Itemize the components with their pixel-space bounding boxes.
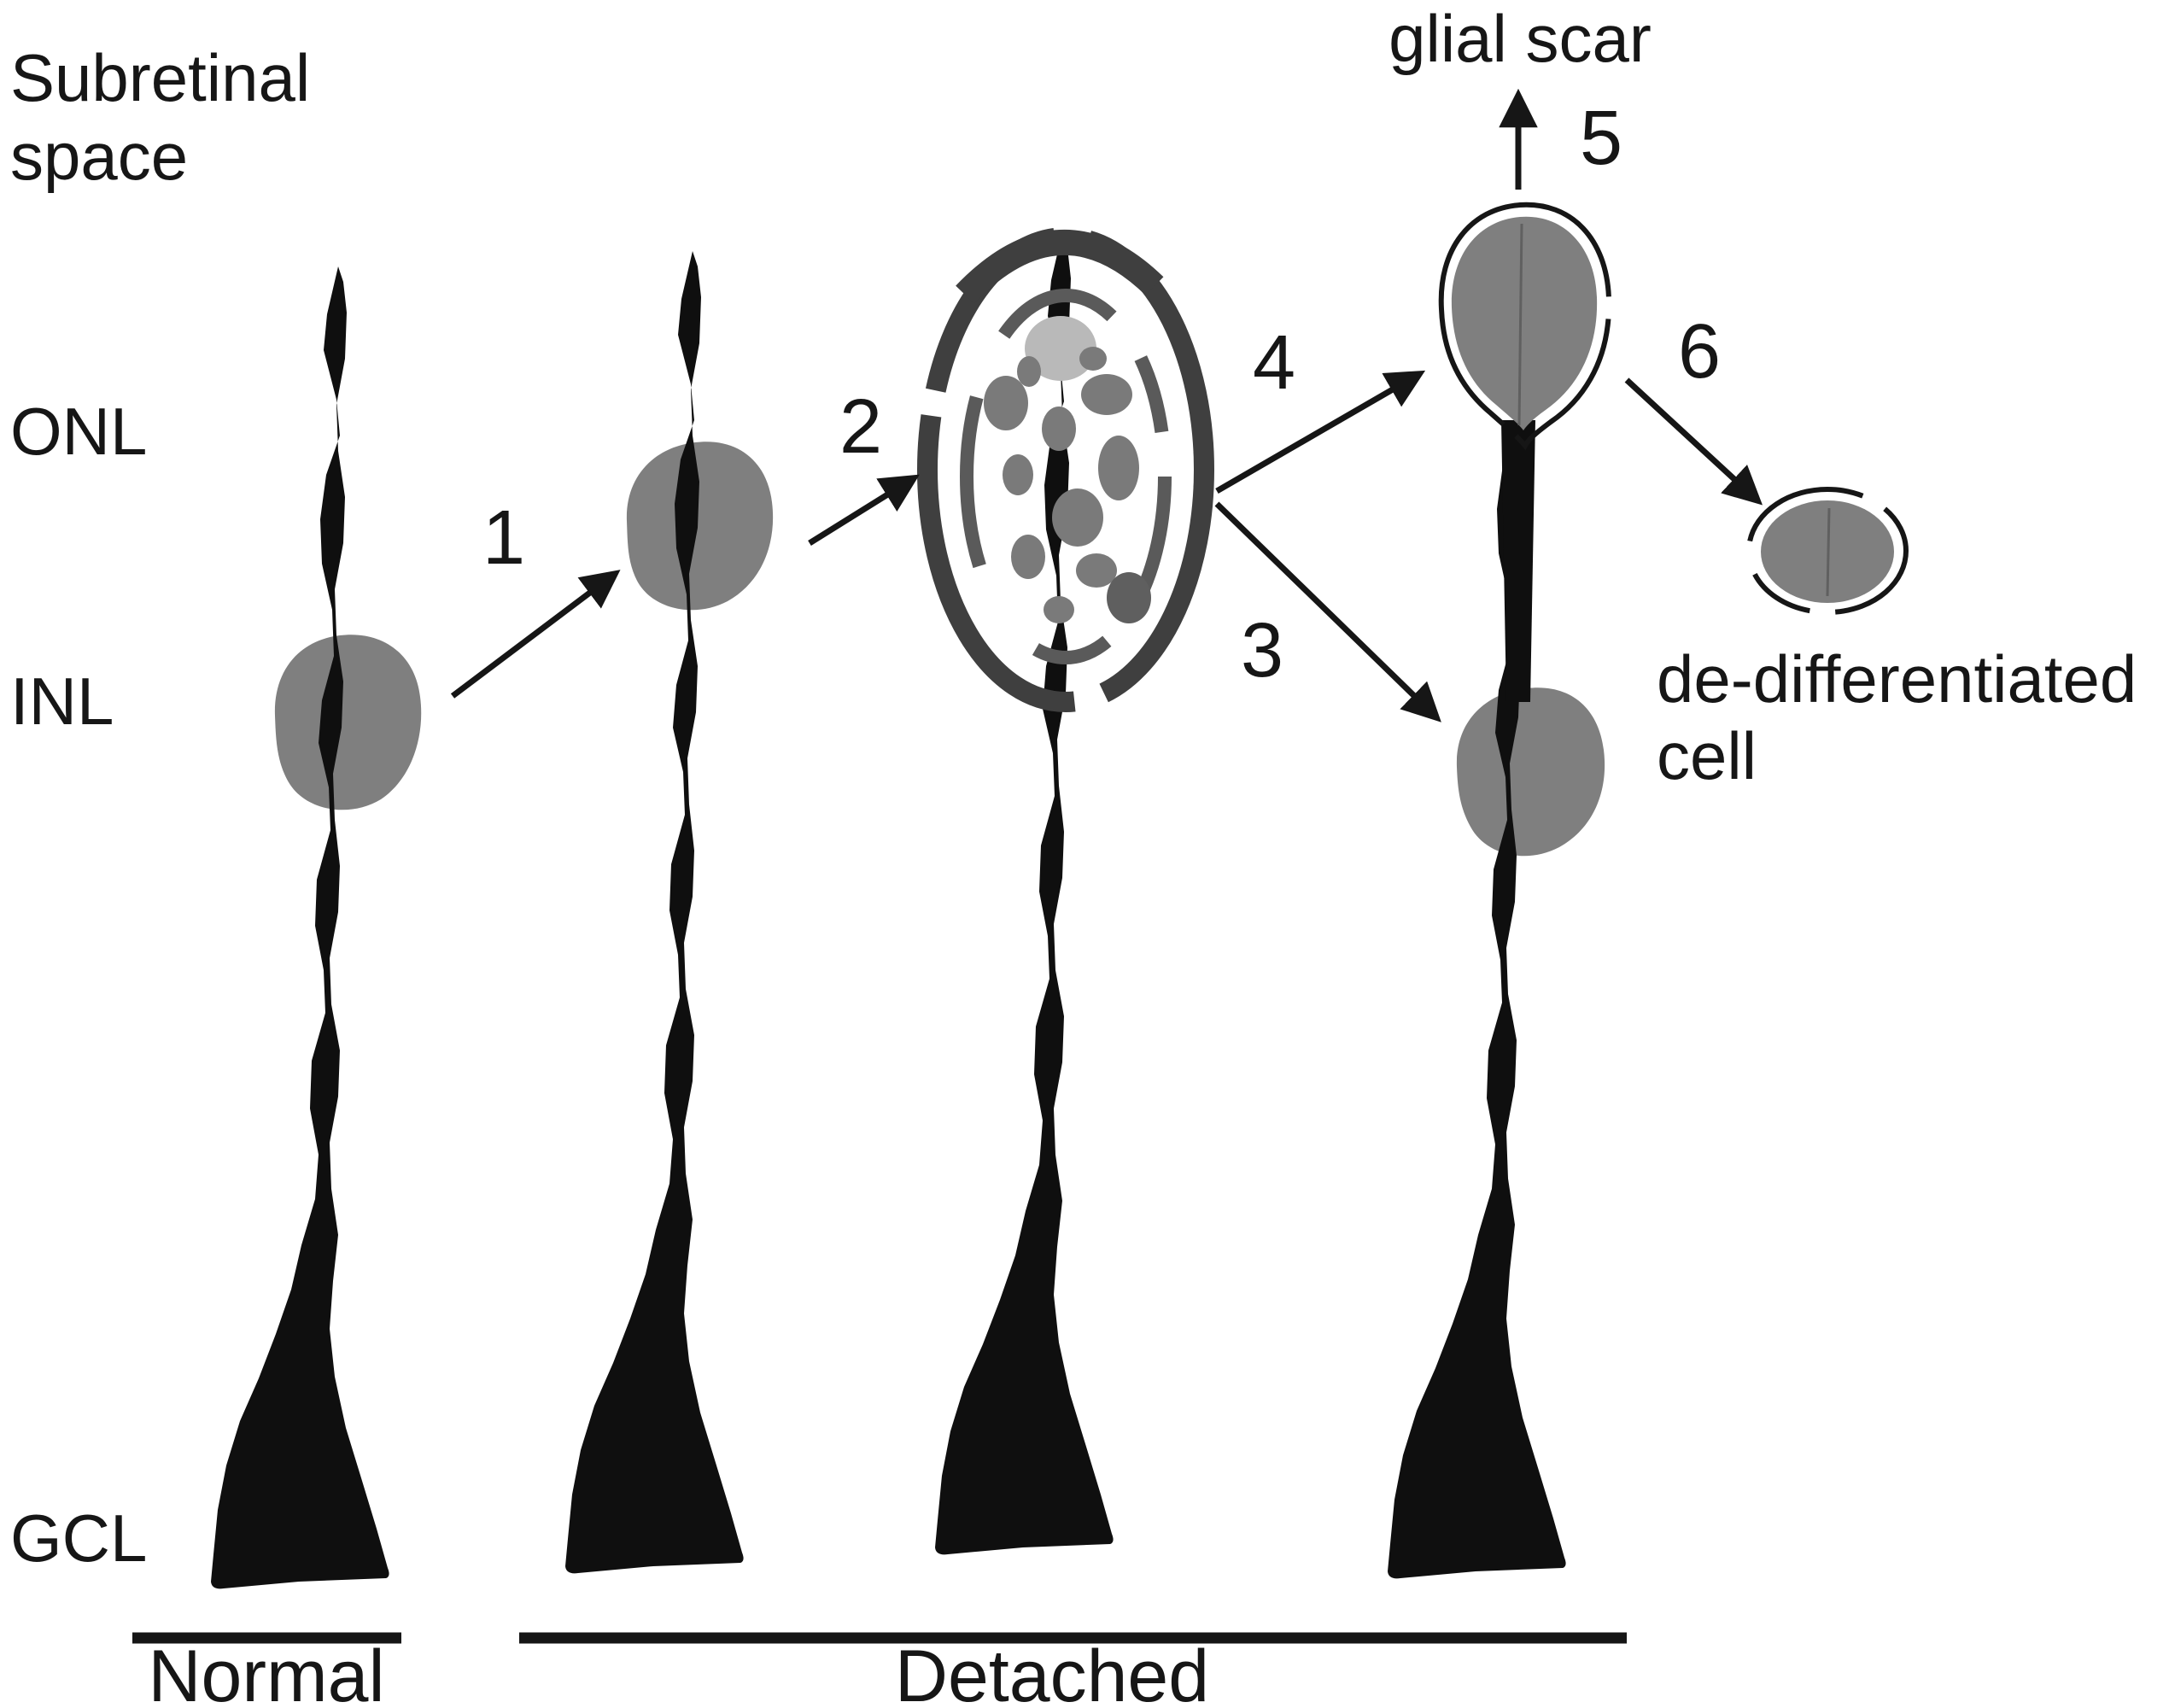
label-inl: INL: [10, 664, 114, 739]
arrow-step-1: [450, 570, 621, 699]
hypertrophy-inner-outline: [960, 289, 1172, 664]
hypertrophy-outline: [917, 227, 1214, 712]
label-normal: Normal: [148, 1635, 384, 1708]
muller-cell-body: [211, 266, 389, 1589]
dedifferentiated-cell-outline: [1746, 487, 1909, 615]
fragment: [1017, 356, 1041, 387]
label-dedifferentiated-line1: de-differentiated: [1657, 641, 2137, 717]
fragment: [1003, 454, 1033, 495]
muller-cell-glial-scar: [1388, 202, 1612, 1579]
step-number-1: 1: [482, 495, 525, 581]
thick-stalk: [1501, 420, 1535, 702]
hypertrophy-top-arc: [956, 229, 1164, 304]
step-number-6: 6: [1678, 309, 1721, 395]
label-subretinal-space-line2: space: [10, 119, 188, 194]
fragment-light: [1025, 316, 1096, 381]
label-gcl: GCL: [10, 1500, 147, 1576]
label-glial-scar: glial scar: [1389, 1, 1652, 76]
dedifferentiated-cell: [1746, 487, 1909, 615]
muller-cell-body: [935, 232, 1114, 1555]
muller-cell-body: [1388, 256, 1566, 1579]
arrow-step-6: [1624, 377, 1763, 506]
nucleus-inl: [274, 635, 422, 810]
muller-cell-normal: [211, 266, 422, 1589]
step-number-2: 2: [839, 384, 882, 470]
fragment: [1081, 374, 1132, 415]
step-number-3: 3: [1241, 608, 1283, 693]
nucleus-subretinal: [1451, 216, 1598, 430]
nucleus-slit: [1826, 507, 1831, 597]
label-dedifferentiated-line2: cell: [1657, 718, 1757, 793]
nucleus-slit: [1517, 223, 1523, 426]
subretinal-nucleus-outline: [1438, 202, 1612, 451]
step-number-5: 5: [1580, 96, 1622, 181]
fragment: [1098, 436, 1139, 500]
nucleus-inl: [1456, 687, 1605, 857]
fragment: [1042, 407, 1076, 451]
fragment: [1076, 553, 1117, 588]
label-detached: Detached: [895, 1635, 1209, 1708]
arrow-step-2: [808, 474, 920, 546]
label-onl: ONL: [10, 394, 147, 469]
arrow-step-4: [1215, 370, 1426, 494]
arrow-step-3: [1214, 501, 1441, 722]
fragment: [1044, 596, 1074, 623]
muller-cell-hypertrophied: [917, 227, 1214, 1555]
fragment: [1052, 488, 1103, 547]
fragment: [984, 376, 1028, 430]
fragment: [1011, 535, 1045, 579]
muller-cell-detached-migrated: [565, 251, 774, 1574]
intracellular-fragments: [984, 316, 1151, 623]
step-number-4: 4: [1253, 320, 1295, 406]
label-subretinal-space-line1: Subretinal: [10, 40, 310, 115]
fragment: [1079, 347, 1107, 371]
nucleus-onl: [626, 442, 774, 611]
fragment-dark: [1107, 572, 1151, 623]
